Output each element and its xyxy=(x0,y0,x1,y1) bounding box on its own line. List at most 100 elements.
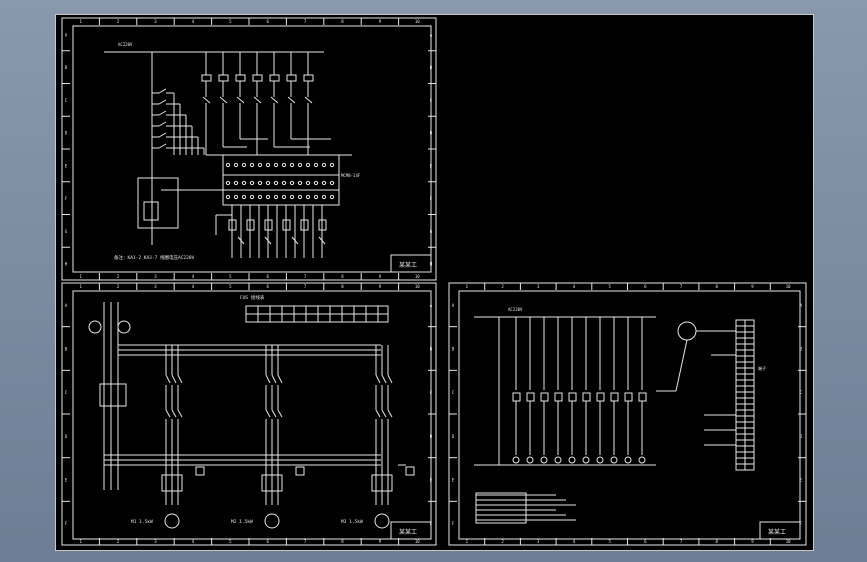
ruler-number: 8 xyxy=(341,284,344,289)
motor-label: M1 1.5kW xyxy=(131,519,153,525)
ruler-number: 1 xyxy=(79,284,82,289)
ruler-number: 4 xyxy=(192,19,195,24)
title-block-text: 某某工 xyxy=(399,262,417,269)
sheet-1-inner-border xyxy=(72,25,432,273)
ruler-letter: G xyxy=(65,229,68,234)
ruler-number: 9 xyxy=(379,284,382,289)
sheet-1-outer-border xyxy=(61,17,437,281)
table-title: FUS 接线表 xyxy=(240,294,265,301)
title-block-text: 某某工 xyxy=(768,529,786,536)
ruler-letter: B xyxy=(800,347,803,352)
ruler-number: 1 xyxy=(466,284,469,289)
ruler-number: 6 xyxy=(266,539,269,544)
plc-module xyxy=(222,154,340,206)
ruler-number: 9 xyxy=(379,539,382,544)
ruler-number: 6 xyxy=(266,284,269,289)
ruler-number: 6 xyxy=(644,539,647,544)
ruler-number: 9 xyxy=(379,274,382,279)
plc-label: MCM8-14F xyxy=(341,173,361,178)
ruler-number: 5 xyxy=(608,539,611,544)
title-block-text: 某某工 xyxy=(399,529,417,536)
ruler-number: 7 xyxy=(680,539,683,544)
ruler-letter: C xyxy=(452,390,455,395)
title-block xyxy=(759,521,801,540)
ruler-number: 10 xyxy=(786,284,791,289)
title-block xyxy=(390,521,432,540)
control-ladder xyxy=(512,317,647,464)
ruler-number: 3 xyxy=(154,539,157,544)
ruler-letter: E xyxy=(452,478,455,483)
ruler-number: 4 xyxy=(192,284,195,289)
sheet-2-inner-border xyxy=(72,290,432,540)
ruler-number: 6 xyxy=(266,274,269,279)
ruler-number: 10 xyxy=(415,539,420,544)
ruler-number: 7 xyxy=(304,274,307,279)
ruler-number: 1 xyxy=(466,539,469,544)
ruler-number: 4 xyxy=(573,539,576,544)
ruler-number: 2 xyxy=(117,274,120,279)
ruler-letter: B xyxy=(430,347,433,352)
ruler-number: 8 xyxy=(716,284,719,289)
ruler-number: 4 xyxy=(573,284,576,289)
ruler-number: 2 xyxy=(501,539,504,544)
ruler-letter: G xyxy=(430,229,433,234)
ruler-number: 5 xyxy=(229,539,232,544)
ruler-letter: E xyxy=(800,478,803,483)
title-block xyxy=(390,254,432,273)
supply-label: AC220V xyxy=(508,307,523,312)
ruler-letter: A xyxy=(430,32,433,37)
terminal-label: 端子 xyxy=(758,365,766,371)
power-supply-box xyxy=(137,177,179,229)
ruler-number: 8 xyxy=(341,274,344,279)
ruler-number: 10 xyxy=(415,19,420,24)
ruler-number: 7 xyxy=(304,19,307,24)
ruler-number: 3 xyxy=(154,284,157,289)
ruler-number: 2 xyxy=(117,539,120,544)
power-bus xyxy=(104,344,381,466)
main-breaker xyxy=(99,383,127,407)
ruler-number: 7 xyxy=(304,539,307,544)
ruler-number: 10 xyxy=(786,539,791,544)
ruler-number: 9 xyxy=(751,284,754,289)
relay-contact-row xyxy=(201,52,352,156)
ruler-number: 9 xyxy=(751,539,754,544)
output-wiring xyxy=(215,205,327,258)
ruler-number: 3 xyxy=(154,19,157,24)
ruler-letter: D xyxy=(430,131,433,136)
ruler-letter: E xyxy=(65,478,68,483)
indicator-lamp-icon xyxy=(88,320,102,334)
motor-label: M2 1.5kW xyxy=(231,519,253,525)
ruler-number: 2 xyxy=(501,284,504,289)
ruler-number: 8 xyxy=(341,539,344,544)
ruler-number: 4 xyxy=(192,274,195,279)
ruler-number: 3 xyxy=(154,274,157,279)
ruler-number: 8 xyxy=(341,19,344,24)
ruler-number: 5 xyxy=(229,274,232,279)
ruler-letter: F xyxy=(65,521,68,526)
ruler-number: 6 xyxy=(266,19,269,24)
ruler-letter: B xyxy=(65,65,68,70)
ruler-letter: D xyxy=(452,434,455,439)
indicator-lamp-icon xyxy=(117,320,131,334)
ruler-letter: A xyxy=(452,303,455,308)
ruler-number: 2 xyxy=(117,19,120,24)
plc-pins xyxy=(225,162,335,200)
ruler-letter: F xyxy=(65,196,68,201)
ruler-letter: E xyxy=(65,163,68,168)
ruler-letter: E xyxy=(430,163,433,168)
ruler-letter: A xyxy=(65,303,68,308)
ruler-number: 4 xyxy=(192,539,195,544)
ruler-number: 7 xyxy=(304,284,307,289)
notes-block xyxy=(475,492,576,524)
ruler-number: 8 xyxy=(716,539,719,544)
supply-label: AC220V xyxy=(118,42,133,47)
notes-text: 备注：KA1-2 KA3-7 线圈电压AC220V xyxy=(114,254,195,261)
ruler-letter: D xyxy=(65,434,68,439)
ruler-letter: A xyxy=(800,303,803,308)
